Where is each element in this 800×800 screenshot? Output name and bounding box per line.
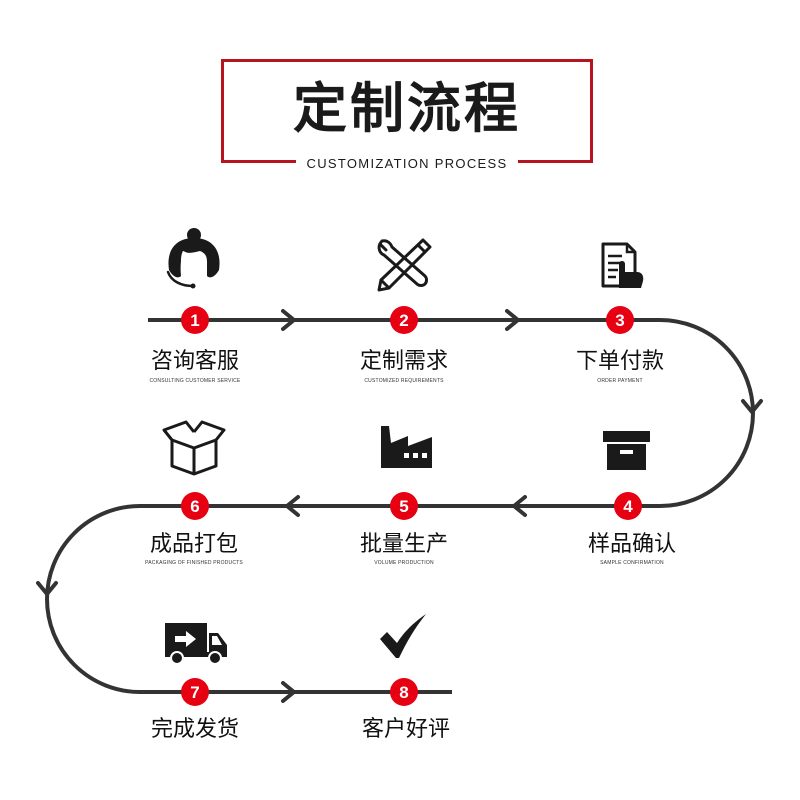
step-label-production: 批量生产 [359,532,448,557]
step-marker-5: 5 [390,492,418,520]
step-number: 7 [190,683,199,702]
step-label-review: 客户好评 [361,717,450,742]
step-label-shipping: 完成发货 [150,717,239,742]
step-marker-2: 2 [390,306,418,334]
step-label-payment: 下单付款 [575,349,664,374]
step-marker-7: 7 [181,678,209,706]
wrench-pencil-icon [377,238,432,292]
step-number: 1 [190,311,199,330]
step-label-consult: 咨询客服 [150,349,239,374]
step-marker-4: 4 [614,492,642,520]
archive-box-icon [603,431,650,470]
step-sub-production: VOLUME PRODUCTION [374,560,434,566]
checkmark-icon [380,614,426,658]
step-sub-sample: SAMPLE CONFIRMATION [600,560,664,566]
arrow-right [505,309,520,331]
step-label-sample: 样品确认 [587,532,676,557]
delivery-truck-icon [165,623,227,665]
step-marker-8: 8 [390,678,418,706]
step-sub-payment: ORDER PAYMENT [597,378,643,384]
step-label-packaging: 成品打包 [149,532,238,557]
factory-icon [381,426,432,468]
customer-service-headset-icon [166,228,220,289]
step-number: 8 [399,683,408,702]
arrow-left [285,495,300,517]
arrow-down [36,581,58,596]
step-number: 6 [190,497,199,516]
flow-arrows [36,309,763,703]
step-number: 2 [399,311,408,330]
page-subtitle: CUSTOMIZATION PROCESS [296,152,518,176]
step-marker-1: 1 [181,306,209,334]
arrow-right [281,681,296,703]
step-number: 3 [615,311,624,330]
step-marker-6: 6 [181,492,209,520]
arrow-down [741,399,763,414]
document-hand-icon [601,242,644,288]
step-number: 5 [399,497,408,516]
step-number: 4 [623,497,633,516]
step-marker-3: 3 [606,306,634,334]
step-sub-customize: CUSTOMIZED REQUIREMENTS [364,378,444,384]
arrow-right [281,309,296,331]
open-box-icon [162,420,226,476]
step-sub-packaging: PACKAGING OF FINISHED PRODUCTS [145,560,243,566]
arrow-left [512,495,527,517]
step-label-customize: 定制需求 [359,349,448,374]
step-sub-consult: CONSULTING CUSTOMER SERVICE [149,378,241,384]
page-title: 定制流程 [293,77,521,140]
